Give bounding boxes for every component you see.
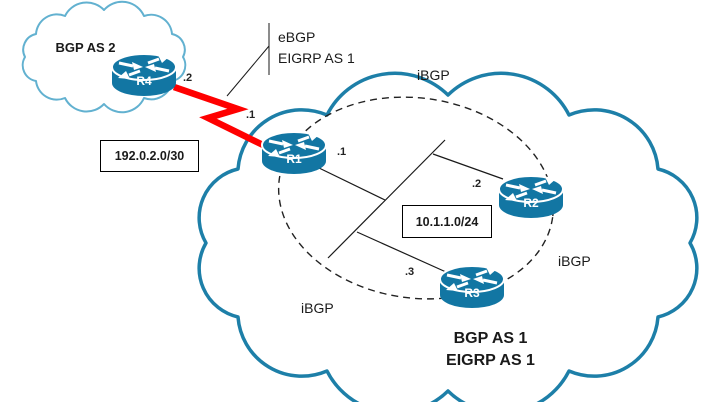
cloud-as1-label-line2: EIGRP AS 1 (446, 352, 535, 369)
lan-bus-line (327, 139, 446, 259)
callout-eigrp-label: EIGRP AS 1 (278, 50, 355, 66)
cloud-as1-label: BGP AS 1 EIGRP AS 1 (398, 328, 583, 372)
router-label-r2: R2 (523, 196, 539, 210)
callout-lines (226, 23, 270, 97)
lan-stub-r3 (356, 231, 447, 273)
lan-subnet-box: 10.1.1.0/24 (402, 205, 492, 238)
lan-stub-r2 (432, 153, 504, 180)
cloud-as1-label-line1: BGP AS 1 (453, 330, 528, 347)
wan-subnet-box: 192.0.2.0/30 (100, 140, 199, 172)
ibgp-label-bottom: iBGP (301, 300, 334, 316)
wan-r1-ip-label: .1 (246, 109, 256, 121)
ibgp-mesh-dashed-oval (277, 96, 555, 300)
lan-segment-lines (316, 139, 504, 273)
cloud-as2-label: BGP AS 2 (55, 40, 116, 55)
wan-r4-ip-label: .2 (183, 72, 193, 84)
callout-leader-line (226, 45, 270, 97)
callout-ebgp-label: eBGP (278, 29, 316, 45)
lan-r3-ip-label: .3 (405, 266, 415, 278)
router-label-r4: R4 (136, 74, 152, 88)
router-label-r1: R1 (286, 152, 302, 166)
ibgp-label-right: iBGP (558, 253, 591, 269)
lan-stub-r1 (316, 166, 386, 201)
lan-r2-ip-label: .2 (472, 178, 482, 190)
wan-lightning-link (172, 83, 265, 148)
lan-r1-ip-label: .1 (337, 146, 347, 158)
router-label-r3: R3 (464, 286, 480, 300)
ibgp-label-top: iBGP (417, 67, 450, 83)
